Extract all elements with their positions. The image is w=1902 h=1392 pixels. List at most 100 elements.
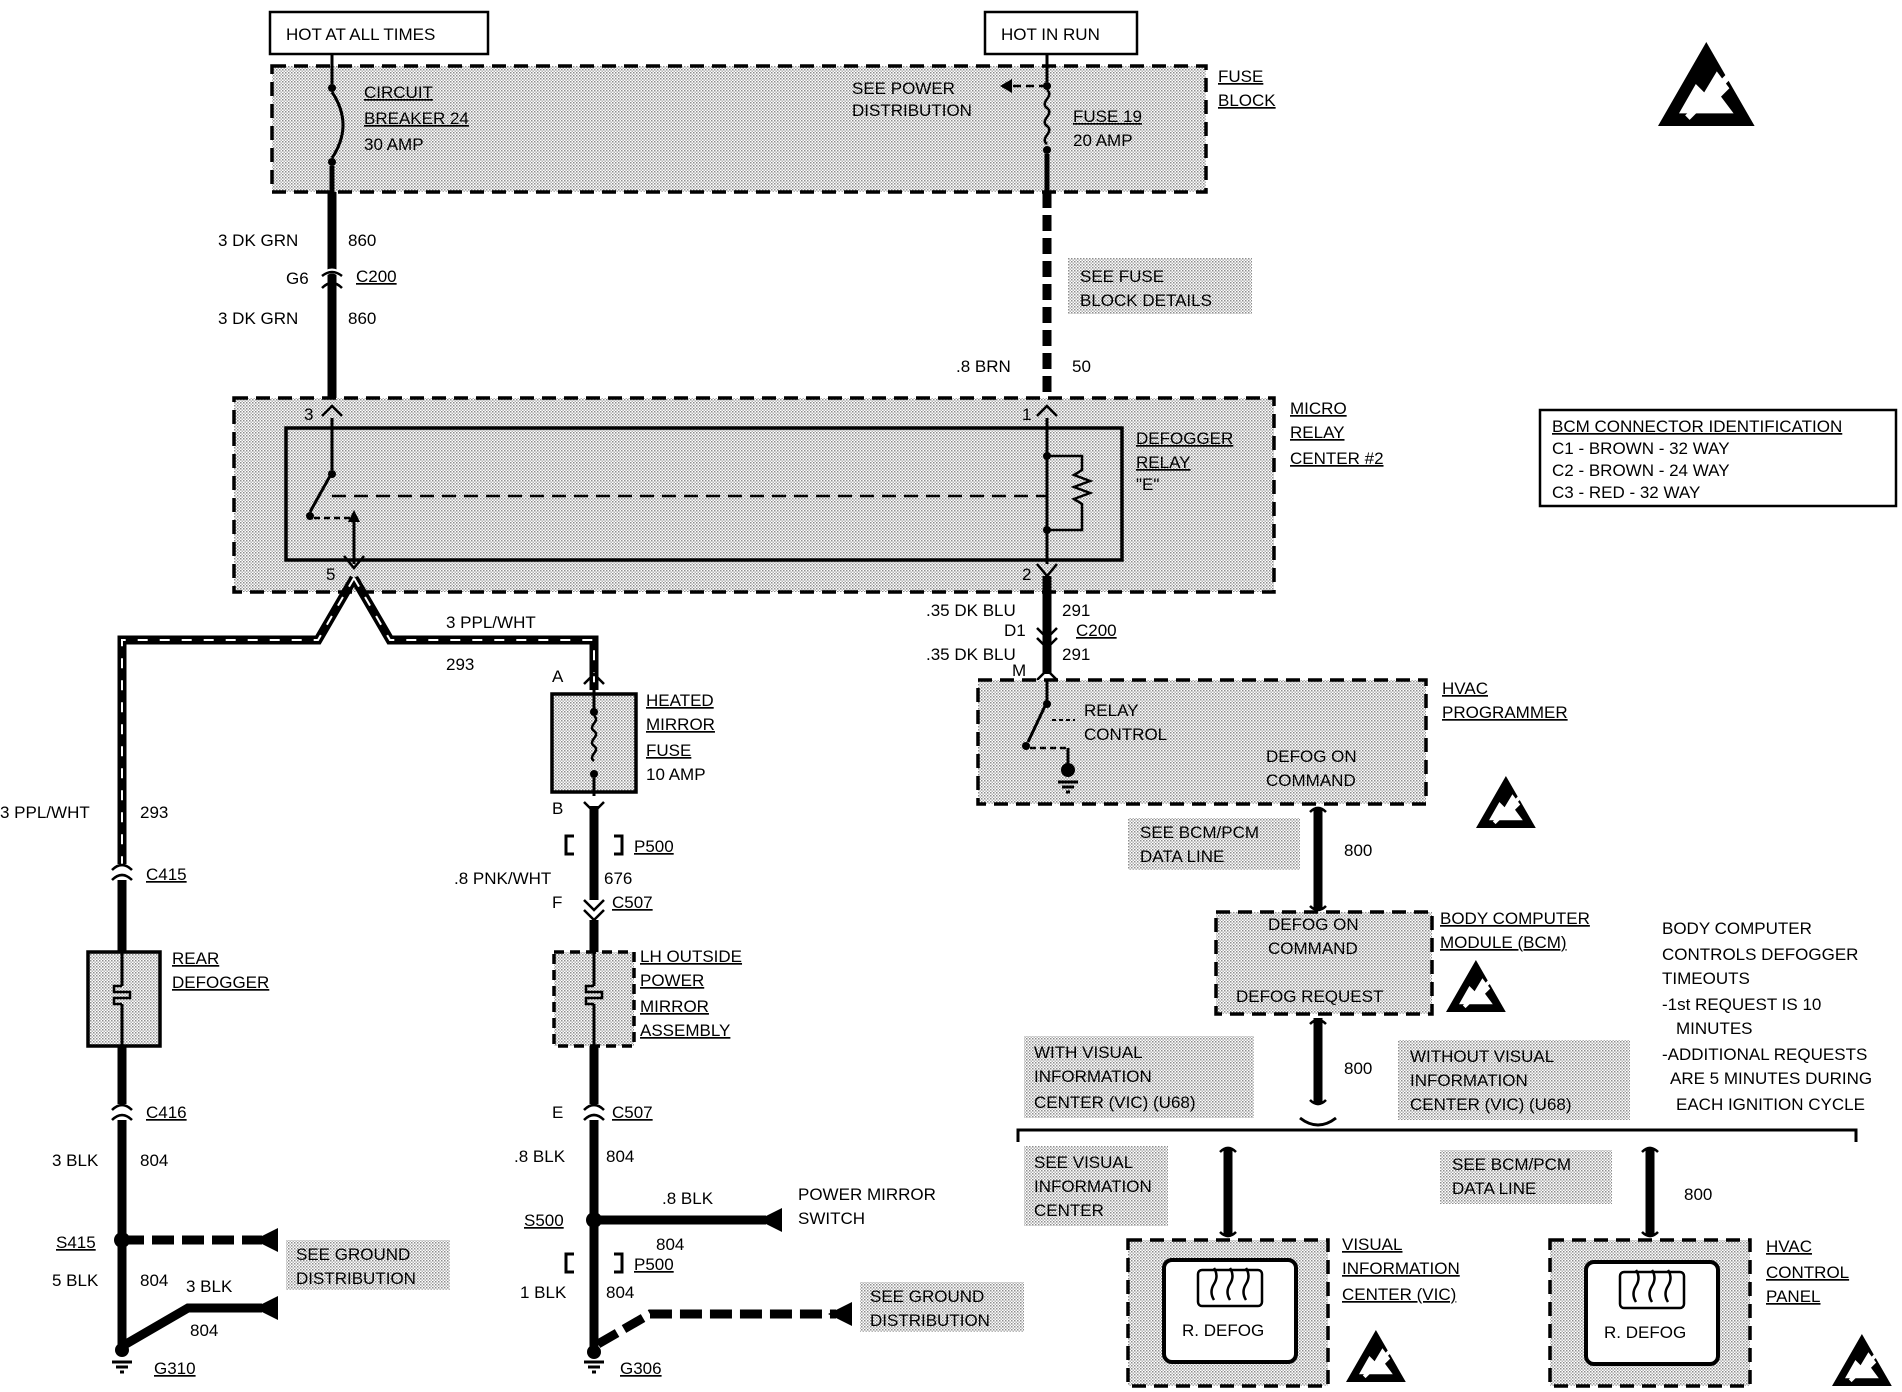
- micro-relay-center-label: MICRO: [1290, 399, 1347, 418]
- defogger-relay-label-2: RELAY: [1136, 453, 1191, 472]
- mirror-ground-wire: .8 BLK: [514, 1147, 566, 1166]
- mirror-wire-color: .8 PNK/WHT: [454, 869, 551, 888]
- s415-label: S415: [56, 1233, 96, 1252]
- pin-b: B: [552, 799, 563, 818]
- without-vic-label-3: CENTER (VIC) (U68): [1410, 1095, 1572, 1114]
- data-line-800-circuit-2: 800: [1344, 1059, 1372, 1078]
- bcm-note-7: ARE 5 MINUTES DURING: [1670, 1069, 1872, 1088]
- fuse-19-rating: 20 AMP: [1073, 131, 1133, 150]
- relay-coil: [1047, 454, 1094, 532]
- bcm-connector-id-title: BCM CONNECTOR IDENTIFICATION: [1552, 417, 1842, 436]
- hvac-panel-label: HVAC: [1766, 1237, 1812, 1256]
- with-vic-label-3: CENTER (VIC) (U68): [1034, 1093, 1196, 1112]
- vic-rear-defog-label: R. DEFOG: [1182, 1321, 1264, 1340]
- micro-relay-center-label-3: CENTER #2: [1290, 449, 1384, 468]
- hvac-panel-label-3: PANEL: [1766, 1287, 1821, 1306]
- micro-relay-center-label-2: RELAY: [1290, 423, 1345, 442]
- pin-f: F: [552, 893, 562, 912]
- pin-3: 3: [304, 405, 313, 424]
- bcm-note-2: CONTROLS DEFOGGER: [1662, 945, 1858, 964]
- relay-control-label: RELAY: [1084, 701, 1139, 720]
- see-ground-distribution-1-text-2: DISTRIBUTION: [296, 1269, 416, 1288]
- breaker-rating: 30 AMP: [364, 135, 424, 154]
- power-mirror-switch-label: POWER MIRROR: [798, 1185, 936, 1204]
- see-ground-distribution-1-text: SEE GROUND: [296, 1245, 410, 1264]
- c200-connector-2: C200: [1076, 621, 1117, 640]
- ground-icon: [110, 1360, 134, 1374]
- rear-defogger: [86, 950, 162, 1048]
- c416-connector: C416: [146, 1103, 187, 1122]
- rear-defog-icon: [1632, 1269, 1672, 1303]
- mirror-assembly-label-2: POWER: [640, 971, 704, 990]
- defogger-relay-label: DEFOGGER: [1136, 429, 1233, 448]
- bcm-defog-request: DEFOG REQUEST: [1236, 987, 1383, 1006]
- c507-connector: C507: [612, 893, 653, 912]
- rear-defogger-label-2: DEFOGGER: [172, 973, 269, 992]
- see-fuse-block-details-1: SEE FUSE: [1080, 267, 1164, 286]
- wire-291-color: .35 DK BLU: [926, 601, 1016, 620]
- heated-mirror-fuse-label-3: FUSE: [646, 741, 691, 760]
- hvac-panel-circuit: 800: [1684, 1185, 1712, 1204]
- bcm-connector-c1: C1 - BROWN - 32 WAY: [1552, 439, 1730, 458]
- esd-warning-icon: [1830, 1332, 1894, 1388]
- rear-ground-wire: 3 BLK: [52, 1151, 99, 1170]
- p500-connector: P500: [634, 837, 674, 856]
- see-fuse-block-details: [1068, 258, 1252, 314]
- bcm-note-8: EACH IGNITION CYCLE: [1676, 1095, 1865, 1114]
- bcm-note-1: BODY COMPUTER: [1662, 919, 1812, 938]
- see-power-distribution: SEE POWER: [852, 79, 955, 98]
- wire-860-color: 3 DK GRN: [218, 231, 298, 250]
- with-vic-label-2: INFORMATION: [1034, 1067, 1152, 1086]
- bcm-defog-on-command-2: COMMAND: [1268, 939, 1358, 958]
- bcm-label: BODY COMPUTER: [1440, 909, 1590, 928]
- pin-e: E: [552, 1103, 563, 1122]
- hvac-panel-label-2: CONTROL: [1766, 1263, 1849, 1282]
- without-vic-option: [1398, 1040, 1630, 1120]
- data-line-800-circuit: 800: [1344, 841, 1372, 860]
- wire-293-mirror: [350, 575, 599, 690]
- hvac-programmer-label: HVAC: [1442, 679, 1488, 698]
- see-vic-text: SEE VISUAL: [1034, 1153, 1133, 1172]
- mirror-ground-wire-2: 1 BLK: [520, 1283, 567, 1302]
- mirror-assembly-label: LH OUTSIDE: [640, 947, 742, 966]
- see-bcm-pcm-data-line-2-text: SEE BCM/PCM: [1452, 1155, 1571, 1174]
- fuse-19-symbol: [1043, 89, 1051, 145]
- see-vic-text-2: INFORMATION: [1034, 1177, 1152, 1196]
- bcm-note-5: MINUTES: [1676, 1019, 1753, 1038]
- breaker-label-2: BREAKER 24: [364, 109, 469, 128]
- vic-label: VISUAL: [1342, 1235, 1402, 1254]
- rear-defogger-label: REAR: [172, 949, 219, 968]
- hvac-defog-on-command-2: COMMAND: [1266, 771, 1356, 790]
- mirror-ground-circuit-2: 804: [606, 1283, 634, 1302]
- c200-pin-g6: G6: [286, 269, 309, 288]
- rear-ground-circuit: 804: [140, 1151, 168, 1170]
- p500-connector-2: P500: [634, 1255, 674, 1274]
- heated-mirror-fuse-label-2: MIRROR: [646, 715, 715, 734]
- bcm-note-6: -ADDITIONAL REQUESTS: [1662, 1045, 1867, 1064]
- bcm-note-4: -1st REQUEST IS 10: [1662, 995, 1821, 1014]
- esd-warning-icon: [1444, 958, 1508, 1014]
- wire-50-color: .8 BRN: [956, 357, 1011, 376]
- bcm-label-2: MODULE (BCM): [1440, 933, 1567, 952]
- c507-connector-2: C507: [612, 1103, 653, 1122]
- pin-m: M: [1012, 661, 1026, 680]
- mirror-wire-circuit: 676: [604, 869, 632, 888]
- body-computer-module: [1214, 910, 1434, 1016]
- see-bcm-pcm-data-line-1-text-2: DATA LINE: [1140, 847, 1224, 866]
- wire-50-circuit: 50: [1072, 357, 1091, 376]
- bcm-connector-c2: C2 - BROWN - 24 WAY: [1552, 461, 1730, 480]
- hvac-programmer: [976, 678, 1428, 806]
- s500-label: S500: [524, 1211, 564, 1230]
- see-bcm-pcm-data-line-2: [1440, 1150, 1612, 1204]
- rear-defog-icon: [1210, 1267, 1250, 1301]
- mirror-ground-circuit: 804: [606, 1147, 634, 1166]
- see-power-distribution-2: DISTRIBUTION: [852, 101, 972, 120]
- rear-wire-color: 3 PPL/WHT: [0, 803, 90, 822]
- relay-control-label-2: CONTROL: [1084, 725, 1167, 744]
- vic-label-2: INFORMATION: [1342, 1259, 1460, 1278]
- rear-wire-circuit: 293: [140, 803, 168, 822]
- esd-warning-icon: [1658, 42, 1755, 126]
- bcm-connector-id-box: [1538, 408, 1898, 508]
- see-ground-distribution-2-text: SEE GROUND: [870, 1287, 984, 1306]
